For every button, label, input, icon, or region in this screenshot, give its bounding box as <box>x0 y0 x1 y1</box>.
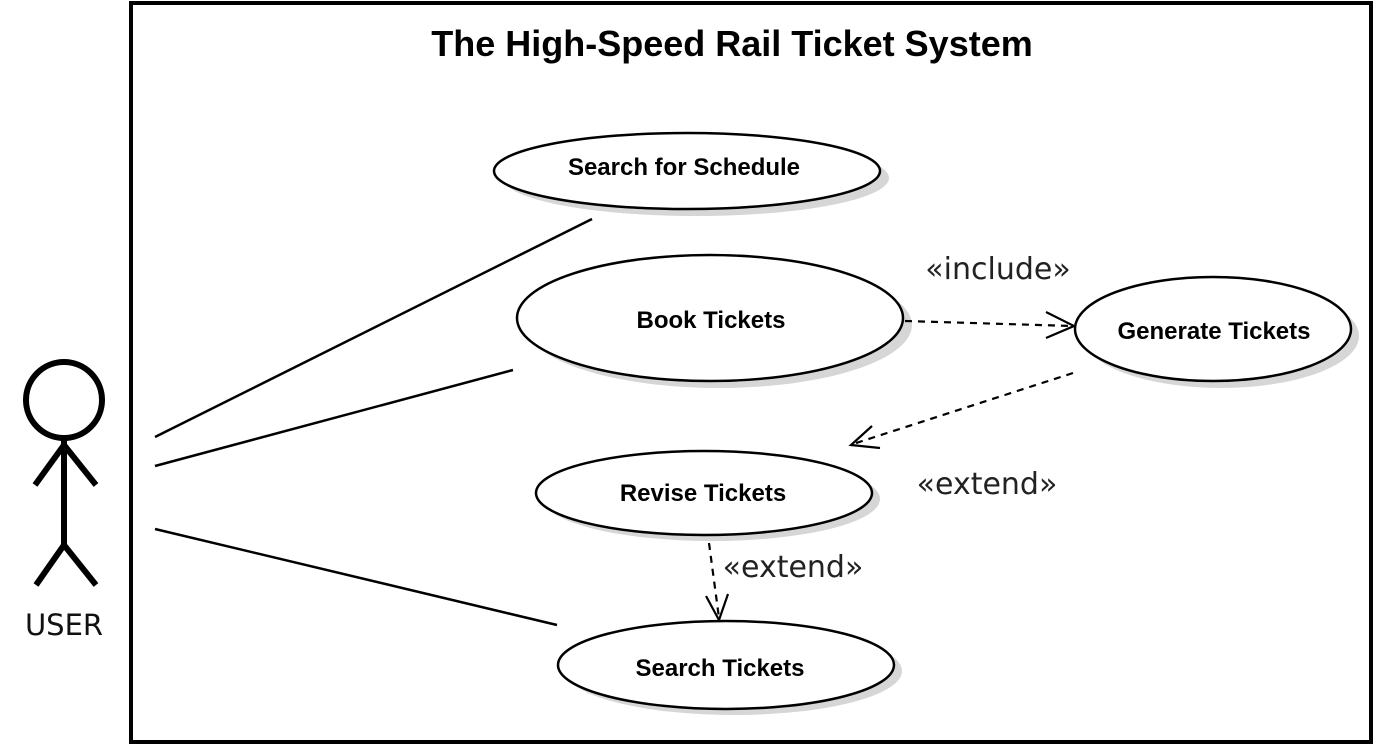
include-relation: «include» <box>904 252 1077 340</box>
extend-relation-generate: «extend» <box>848 371 1074 502</box>
association-book-tickets <box>154 368 514 468</box>
association-search-tickets <box>154 527 558 627</box>
use-case-book-tickets-label: Book Tickets <box>637 307 786 334</box>
extend-revise-label: «extend» <box>723 550 864 585</box>
use-case-search-schedule-label: Search for Schedule <box>568 154 800 181</box>
system-title: The High-Speed Rail Ticket System <box>431 23 1033 64</box>
actor-left-arm <box>32 443 67 487</box>
use-case-search-tickets-label: Search Tickets <box>636 655 805 682</box>
actor-right-arm <box>61 443 99 487</box>
use-case-search-tickets[interactable]: Search Tickets <box>556 619 902 715</box>
actor-label: USER <box>25 608 103 642</box>
actor-head <box>23 359 105 441</box>
actor-right-leg <box>61 543 99 587</box>
actor-left-leg <box>33 543 67 587</box>
extend-generate-arrow-head <box>848 425 881 450</box>
association-search-schedule <box>154 217 593 439</box>
use-case-generate-tickets-label: Generate Tickets <box>1118 318 1311 345</box>
use-case-book-tickets[interactable]: Book Tickets <box>515 253 912 388</box>
include-arrow-head <box>1045 311 1077 340</box>
extend-relation-revise: «extend» <box>705 542 864 623</box>
include-label: «include» <box>925 252 1070 287</box>
use-case-revise-tickets-label: Revise Tickets <box>620 480 786 507</box>
include-arrow-line <box>904 319 1073 328</box>
use-case-revise-tickets[interactable]: Revise Tickets <box>534 449 880 541</box>
extend-revise-arrow-head <box>705 593 730 623</box>
extend-generate-label: «extend» <box>917 467 1058 502</box>
use-case-generate-tickets[interactable]: Generate Tickets <box>1073 275 1359 388</box>
use-case-search-schedule[interactable]: Search for Schedule <box>492 131 889 216</box>
actor-user[interactable]: USER <box>23 359 105 642</box>
